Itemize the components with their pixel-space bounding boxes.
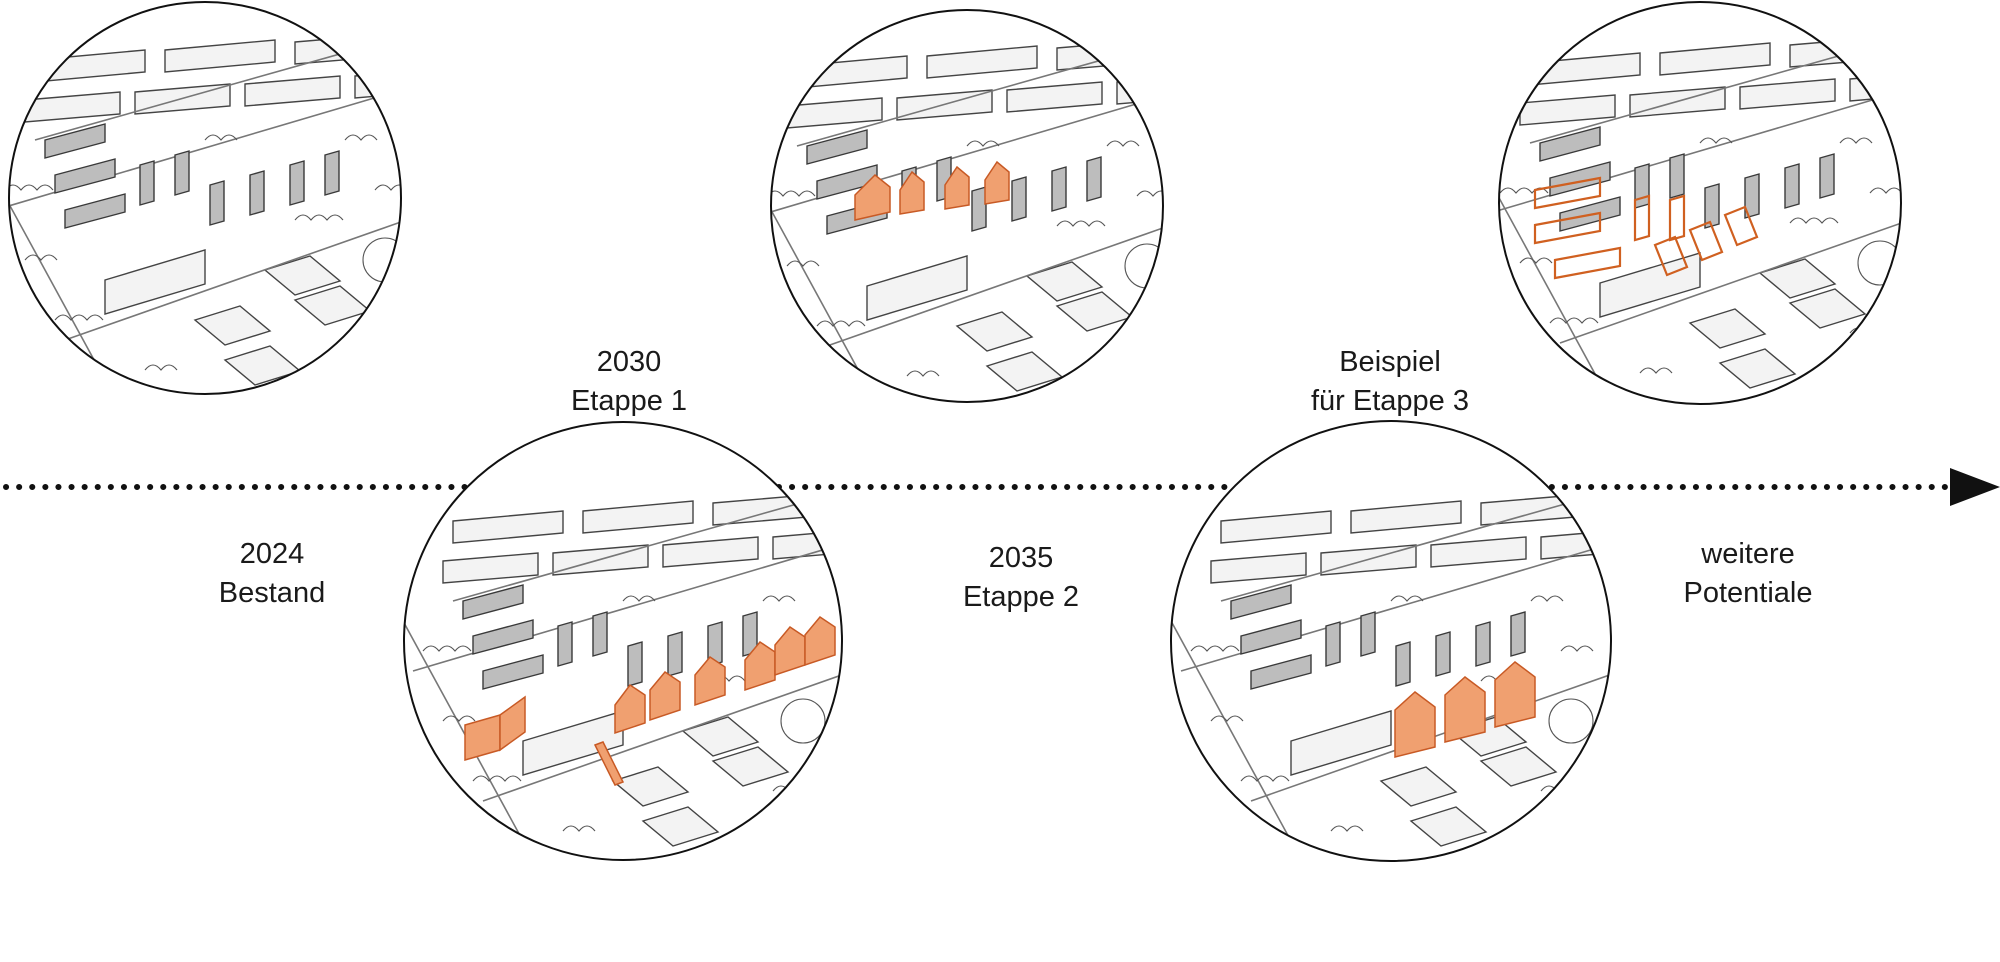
stage-bestand-circle — [8, 1, 402, 395]
stage-etappe2-circle — [770, 9, 1164, 403]
label-bestand: 2024 Bestand — [142, 535, 402, 613]
label-bestand-year: 2024 — [239, 538, 305, 570]
stage-etappe3-circle — [1170, 420, 1612, 862]
label-etappe2-year: 2035 — [988, 542, 1054, 574]
label-etappe1: 2030 Etappe 1 — [499, 343, 759, 421]
timeline-arrowhead — [1950, 468, 2000, 506]
label-potentiale-name: Potentiale — [1683, 577, 1813, 609]
label-etappe1-name: Etappe 1 — [570, 385, 688, 417]
label-etappe3: Beispiel für Etappe 3 — [1260, 343, 1520, 421]
stage-etappe1-circle — [403, 421, 843, 861]
label-etappe3-year: Beispiel — [1339, 346, 1441, 378]
label-bestand-name: Bestand — [218, 577, 326, 609]
label-etappe1-year: 2030 — [596, 346, 662, 378]
label-etappe2-name: Etappe 2 — [962, 581, 1080, 613]
stage-potentiale-circle — [1498, 1, 1902, 405]
label-etappe3-name: für Etappe 3 — [1311, 385, 1469, 417]
label-potentiale-year: weitere — [1701, 538, 1795, 570]
label-etappe2: 2035 Etappe 2 — [891, 539, 1151, 617]
label-potentiale: weitere Potentiale — [1618, 535, 1878, 613]
